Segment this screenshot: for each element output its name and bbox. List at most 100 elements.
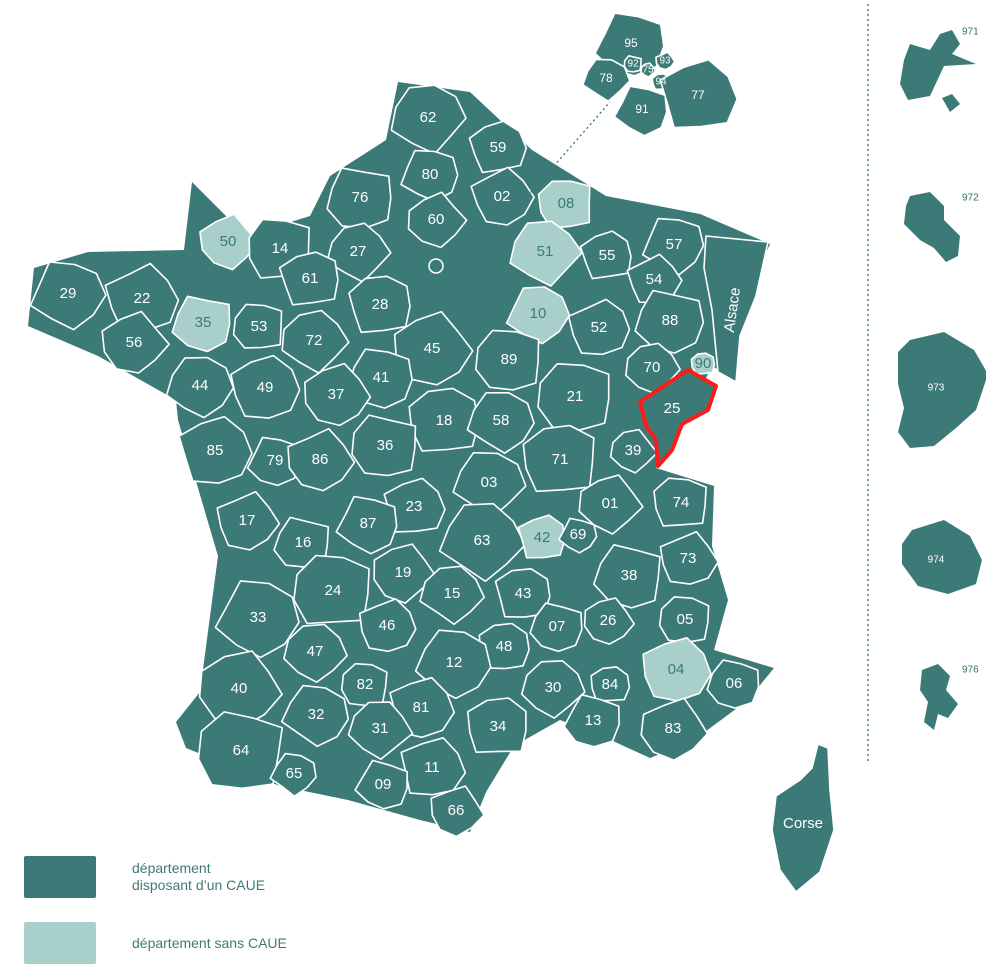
department-label: 21	[567, 388, 584, 405]
department-label: 86	[312, 451, 329, 468]
department-90	[690, 352, 716, 375]
department-label: 04	[668, 661, 685, 678]
department-label: 87	[360, 515, 377, 532]
overseas-label: 974	[928, 555, 945, 566]
department-label: 79	[267, 452, 284, 469]
department-label: 82	[357, 676, 374, 693]
department-label: 08	[558, 195, 575, 212]
department-label: 44	[192, 377, 209, 394]
department-label: 64	[233, 742, 250, 759]
department-62	[390, 84, 467, 155]
department-55	[579, 230, 632, 280]
department-label: 34	[490, 718, 507, 735]
department-label: 22	[134, 290, 151, 307]
paris-inset-label: 95	[624, 36, 638, 50]
department-51	[509, 220, 583, 287]
department-label: 74	[673, 494, 690, 511]
department-06	[706, 659, 760, 709]
department-label: 25	[664, 400, 681, 417]
department-65	[269, 752, 317, 797]
department-label: 17	[239, 512, 256, 529]
department-35	[171, 295, 231, 353]
department-label: Alsace	[721, 286, 744, 333]
department-47	[283, 623, 348, 683]
department-36	[351, 414, 417, 477]
legend-label-without-caue: département sans CAUE	[132, 934, 287, 951]
department-26	[583, 597, 635, 645]
department-60	[407, 191, 468, 249]
department-label: 18	[436, 412, 453, 429]
department-label: 60	[428, 211, 445, 228]
department-label: 02	[494, 188, 511, 205]
overseas-971	[900, 30, 976, 112]
department-53	[232, 303, 283, 349]
department-23	[383, 477, 446, 533]
department-48	[478, 622, 530, 670]
department-label: 70	[644, 359, 661, 376]
department-label: 19	[395, 564, 412, 581]
department-16	[273, 516, 330, 568]
legend-item-with-caue: département disposant d’un CAUE	[24, 856, 265, 898]
department-label: 15	[444, 585, 461, 602]
paris-inset-label: 78	[599, 71, 613, 85]
department-label: 10	[530, 305, 547, 322]
department-label: 71	[552, 451, 569, 468]
paris-inset-label: 77	[691, 88, 705, 102]
department-71	[522, 424, 595, 493]
department-label: 72	[306, 332, 323, 349]
department-label: 23	[406, 498, 423, 515]
department-label: 24	[325, 582, 342, 599]
department-label: 73	[680, 550, 697, 567]
department-73	[659, 531, 719, 585]
department-52	[567, 298, 631, 356]
department-27	[326, 222, 392, 283]
department-01	[578, 474, 644, 535]
department-label: 69	[570, 526, 587, 543]
department-label: 47	[307, 643, 324, 660]
department-05	[658, 596, 710, 644]
department-32	[280, 684, 350, 748]
department-87	[335, 495, 398, 555]
department-label: 62	[420, 109, 437, 126]
department-alsace	[703, 235, 769, 383]
department-label: 54	[646, 271, 663, 288]
department-label: 46	[379, 617, 396, 634]
department-label: 38	[621, 567, 638, 584]
department-label: 63	[474, 532, 491, 549]
department-40	[198, 650, 283, 729]
paris-inset-label: 92	[627, 59, 639, 70]
department-label: 90	[695, 355, 712, 372]
department-29	[29, 261, 107, 331]
department-label: 12	[446, 654, 463, 671]
department-70	[625, 342, 681, 395]
paris-inset-label: 93	[659, 56, 671, 67]
department-label: 66	[448, 802, 465, 819]
department-label: 39	[625, 442, 642, 459]
department-58	[466, 392, 535, 454]
department-label: 51	[537, 243, 554, 260]
department-label: 09	[375, 776, 392, 793]
department-49	[230, 354, 301, 419]
department-72	[281, 309, 350, 374]
department-04	[642, 637, 712, 702]
legend-swatch-without-caue	[24, 922, 96, 964]
department-label: 27	[350, 243, 367, 260]
department-corse	[771, 743, 835, 893]
department-86	[287, 427, 356, 492]
department-label: 40	[231, 680, 248, 697]
department-label: 11	[424, 759, 440, 776]
department-label: 76	[352, 189, 369, 206]
department-13	[563, 693, 620, 748]
overseas-973	[898, 332, 986, 448]
department-label: 05	[677, 611, 694, 628]
department-22	[104, 262, 180, 331]
department-label: 36	[377, 437, 394, 454]
department-24	[293, 554, 370, 625]
department-label: 85	[207, 442, 224, 459]
department-66	[430, 785, 485, 838]
department-46	[358, 598, 417, 653]
paris-inset-connector	[467, 101, 611, 265]
department-76	[326, 167, 392, 229]
department-label: 83	[665, 720, 682, 737]
department-28	[348, 275, 411, 334]
